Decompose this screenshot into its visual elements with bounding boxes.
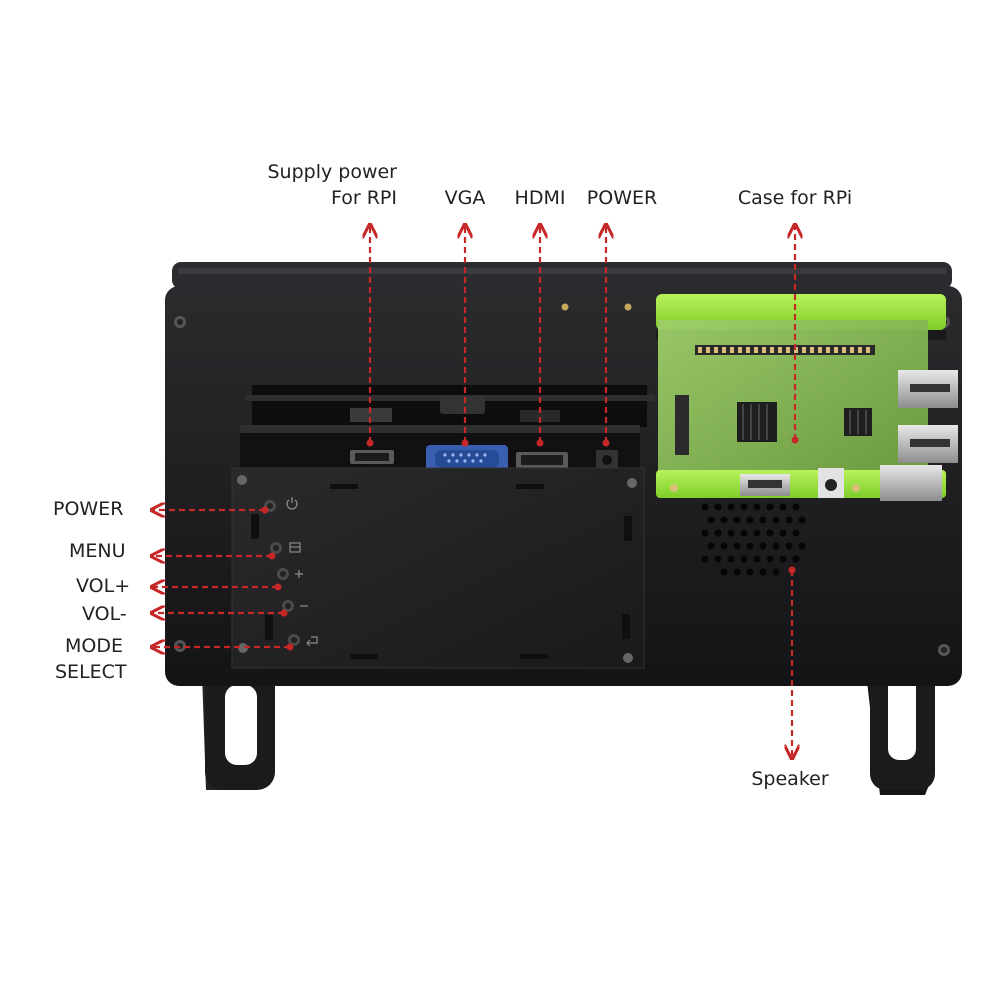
label-hdmi: HDMI: [514, 187, 566, 209]
label-mode-line2: SELECT: [55, 660, 127, 683]
heatsink-large: [737, 402, 777, 442]
return-icon: [306, 636, 318, 647]
power-icon: [286, 497, 298, 510]
label-speaker: Speaker: [751, 768, 829, 790]
label-power-side: POWER: [53, 498, 124, 520]
label-menu: MENU: [69, 540, 126, 562]
speaker-grille: [701, 503, 806, 576]
plus-icon: [295, 570, 303, 578]
port-housing: [240, 385, 655, 473]
rpi-case: [656, 294, 958, 501]
heatsink-small: [844, 408, 872, 436]
label-power-top: POWER: [586, 187, 658, 209]
label-vol-plus: VOL+: [76, 575, 131, 597]
menu-button-knob: [270, 542, 282, 554]
label-vga: VGA: [444, 187, 486, 209]
button-plate: [231, 467, 645, 669]
vol-minus-button-knob: [282, 600, 294, 612]
label-vol-minus: VOL-: [82, 603, 127, 625]
menu-icon: [289, 542, 301, 553]
label-mode-line1: MODE: [65, 635, 123, 657]
mode-button-knob: [288, 634, 300, 646]
vol-plus-button-knob: [277, 568, 289, 580]
label-case: Case for RPi: [737, 187, 853, 209]
callout-lines: [153, 226, 795, 757]
label-supply-line2: For RPI: [331, 186, 397, 209]
label-supply-line1: Supply power: [267, 161, 397, 183]
label-supply-power: Supply power For RPI: [232, 160, 397, 211]
label-mode-select: MODE SELECT: [55, 634, 127, 685]
